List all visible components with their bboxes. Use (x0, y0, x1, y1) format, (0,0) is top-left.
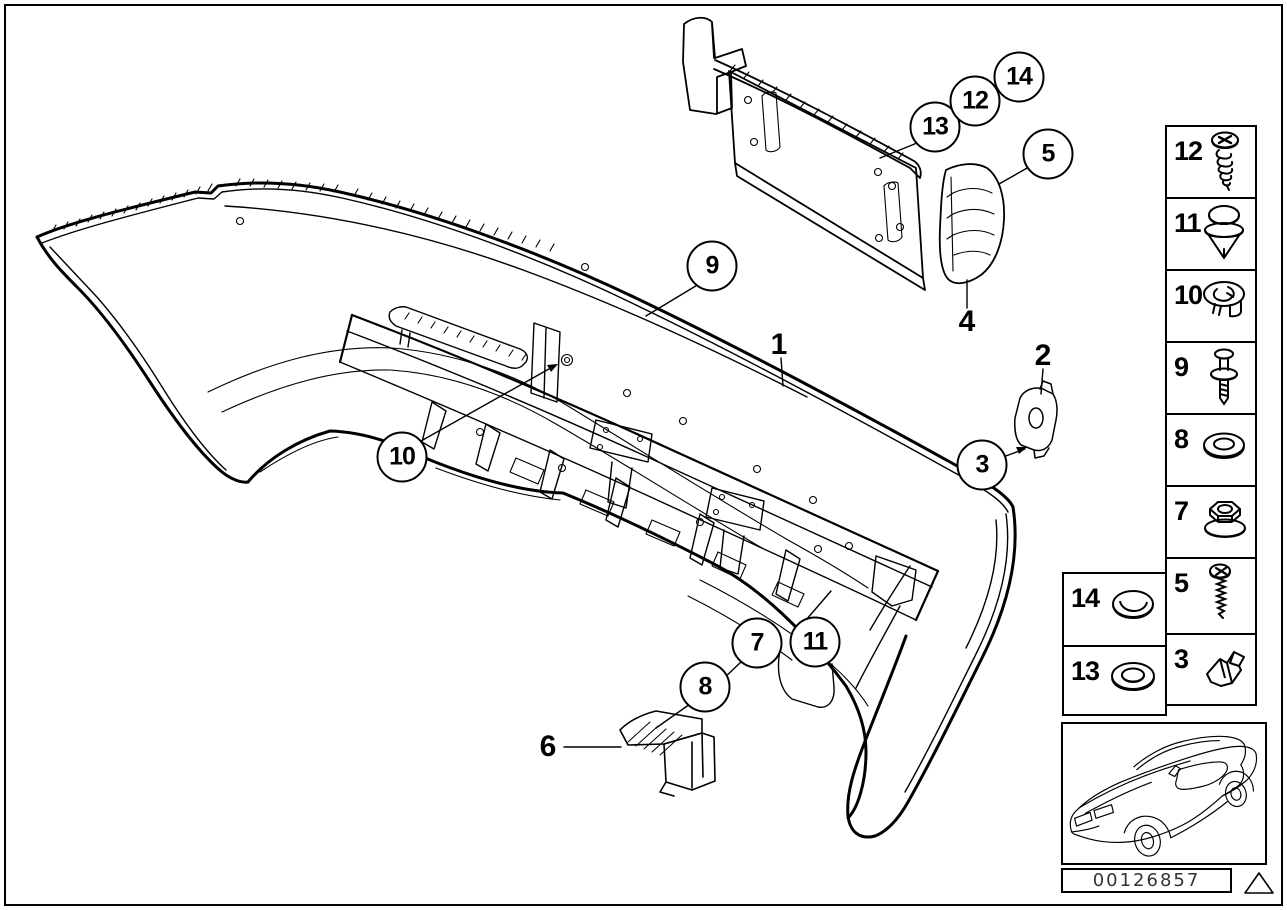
legend-cell-14[interactable]: 14 (1062, 572, 1167, 647)
legend-cell-10[interactable]: 10 (1165, 269, 1257, 343)
tapping-screw-icon (1209, 563, 1231, 619)
leader-lines (420, 142, 1044, 748)
spacer-ring-icon (1111, 662, 1155, 692)
car-silhouette (1069, 735, 1258, 857)
parts-legend-left-column: 14 13 (1062, 572, 1167, 716)
grommet-nut-icon (1203, 281, 1245, 318)
legend-label-5: 5 (1174, 568, 1189, 598)
expansion-pin-icon (1210, 348, 1238, 406)
impact-carrier (338, 306, 940, 708)
page-border (4, 4, 1283, 906)
legend-label-9: 9 (1174, 352, 1189, 382)
clamp-bracket-icon (1206, 651, 1245, 687)
legend-cell-11[interactable]: 11 (1165, 197, 1257, 271)
washer-icon (1203, 432, 1245, 460)
part-number: 00126857 (1092, 870, 1201, 891)
callout-3[interactable]: 3 (956, 439, 1008, 491)
part-number-box: 00126857 (1061, 868, 1232, 893)
legend-cell-8[interactable]: 8 (1165, 413, 1257, 487)
side-piece-part4 (938, 163, 1005, 285)
legend-label-14: 14 (1071, 583, 1100, 613)
callout-11[interactable]: 11 (789, 616, 841, 668)
expanding-rivet-icon (1204, 205, 1244, 260)
label-4[interactable]: 4 (958, 305, 976, 338)
legend-cell-7[interactable]: 7 (1165, 485, 1257, 559)
callout-10[interactable]: 10 (376, 431, 428, 483)
legend-label-11: 11 (1174, 208, 1202, 238)
legend-cell-12[interactable]: 12 (1165, 125, 1257, 199)
callout-7[interactable]: 7 (731, 617, 783, 669)
callout-8[interactable]: 8 (679, 661, 731, 713)
flange-nut-icon (1204, 501, 1246, 538)
callout-9[interactable]: 9 (686, 240, 738, 292)
legend-label-10: 10 (1174, 280, 1203, 310)
legend-label-13: 13 (1071, 656, 1100, 686)
legend-label-8: 8 (1174, 424, 1189, 454)
callout-12[interactable]: 12 (949, 75, 1001, 127)
warning-triangle-icon (1244, 872, 1274, 894)
legend-label-7: 7 (1174, 496, 1189, 526)
mounting-bracket-part2 (1014, 380, 1058, 459)
legend-cell-5[interactable]: 5 (1165, 557, 1257, 635)
cover-cap-icon (1112, 590, 1154, 620)
legend-cell-9[interactable]: 9 (1165, 341, 1257, 415)
legend-cell-3[interactable]: 3 (1165, 633, 1257, 706)
label-2[interactable]: 2 (1034, 339, 1052, 372)
label-1[interactable]: 1 (770, 328, 788, 361)
coarse-thread-screw-icon (1211, 131, 1239, 191)
bumper-trim-part1 (35, 178, 1017, 839)
vehicle-thumbnail (1061, 722, 1267, 865)
legend-label-3: 3 (1174, 644, 1189, 674)
parts-legend-right-column: 12 11 (1165, 125, 1257, 706)
callout-14[interactable]: 14 (993, 51, 1045, 103)
guide-bracket-part6 (619, 710, 716, 797)
label-6[interactable]: 6 (539, 730, 557, 763)
callout-5[interactable]: 5 (1022, 128, 1074, 180)
legend-cell-13[interactable]: 13 (1062, 645, 1167, 716)
legend-label-12: 12 (1174, 136, 1203, 166)
